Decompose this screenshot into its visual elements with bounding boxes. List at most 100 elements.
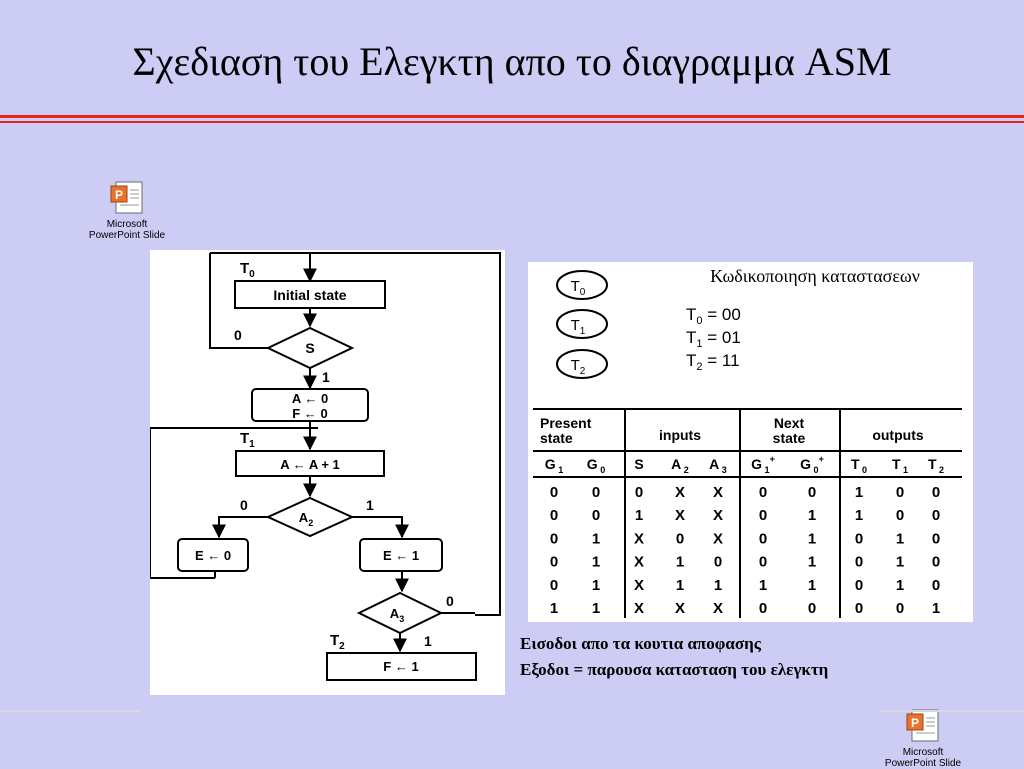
table-column-header: T 0	[851, 456, 867, 475]
table-cell: X	[634, 554, 644, 571]
header-inputs: inputs	[659, 427, 701, 443]
table-cell: 1	[855, 484, 863, 501]
branch-label: 1	[366, 497, 374, 513]
table-cell: 0	[550, 554, 558, 571]
table-cell: 1	[759, 577, 767, 594]
table-cell: 0	[550, 484, 558, 501]
table-cell: X	[675, 484, 685, 501]
table-cell: X	[675, 507, 685, 524]
powerpoint-slide-icon: P	[110, 181, 143, 214]
table-column-header: G 0+	[800, 454, 824, 475]
table-cell: 1	[808, 577, 816, 594]
table-cell: 0	[932, 530, 940, 547]
table-cell: 0	[808, 484, 816, 501]
table-column-header: S	[634, 456, 643, 472]
state-node-t1: T1	[571, 317, 586, 337]
embedded-object-label-line2: PowerPoint Slide	[88, 230, 166, 241]
encoding-heading: Κωδικοποιηση καταστασεων	[710, 266, 920, 286]
table-cell: 1	[896, 530, 904, 547]
set-e-operation: E ← 1	[383, 548, 419, 563]
note-inputs: Εισοδοι απο τα κουτια αποφασης	[520, 634, 761, 653]
branch-label: 0	[234, 327, 242, 343]
title-divider	[0, 115, 1024, 118]
powerpoint-slide-icon: P	[906, 709, 939, 742]
decision-a3: A3	[390, 606, 404, 624]
table-cell: 0	[635, 484, 643, 501]
table-cell: 1	[808, 554, 816, 571]
embedded-object-label-line1: Microsoft	[106, 219, 148, 230]
branch-label: 1	[424, 633, 432, 649]
decision-s: S	[305, 340, 314, 356]
table-column-header: A 3	[709, 456, 727, 475]
table-cell: 0	[932, 554, 940, 571]
table-cell: 0	[808, 600, 816, 617]
table-column-header: T 2	[928, 456, 944, 475]
embedded-object-label-line2: PowerPoint Slide	[884, 758, 962, 769]
embedded-powerpoint-object[interactable]: P Microsoft PowerPoint Slide	[868, 708, 978, 769]
table-cell: 0	[932, 577, 940, 594]
clear-f-operation: F ← 0	[292, 406, 327, 421]
table-column-header: G 0	[587, 456, 605, 475]
slide-title: Σχεδιαση του Ελεγκτη απο το διαγραμμα AS…	[132, 39, 892, 84]
table-cell: 1	[808, 530, 816, 547]
footer-divider	[880, 710, 1024, 712]
table-cell: 0	[932, 507, 940, 524]
table-cell: 1	[714, 577, 722, 594]
svg-text:P: P	[115, 188, 123, 202]
header-outputs: outputs	[872, 427, 924, 443]
table-cell: 0	[855, 554, 863, 571]
clear-e-operation: E ← 0	[195, 548, 231, 563]
title-divider-thin	[0, 121, 1024, 123]
state-label-t1: T1	[240, 430, 255, 450]
table-row: 0 1 X 0 X 0 1 0 1 0	[550, 530, 940, 547]
state-label-t2: T2	[330, 632, 345, 652]
state-node-t0: T0	[571, 278, 586, 298]
table-cell: 1	[896, 554, 904, 571]
table-cell: 0	[896, 484, 904, 501]
table-cell: 0	[855, 600, 863, 617]
footer-divider	[0, 710, 140, 712]
table-cell: 1	[592, 554, 600, 571]
table-cell: X	[713, 484, 723, 501]
asm-flowchart: T0 T1 T2 Initial state A ← 0 F ← 0 A ← A…	[149, 250, 505, 695]
table-column-header: A 2	[671, 456, 689, 475]
table-cell: 0	[714, 554, 722, 571]
table-cell: X	[675, 600, 685, 617]
table-cell: 1	[550, 600, 558, 617]
embedded-powerpoint-object[interactable]: P Microsoft PowerPoint Slide	[72, 180, 182, 241]
table-cell: X	[634, 530, 644, 547]
svg-text:P: P	[911, 716, 919, 730]
table-cell: 0	[592, 507, 600, 524]
branch-label: 0	[240, 497, 248, 513]
table-cell: 0	[759, 530, 767, 547]
branch-label: 0	[446, 593, 454, 609]
table-cell: 0	[676, 530, 684, 547]
embedded-object-label-line1: Microsoft	[902, 747, 944, 758]
table-cell: 0	[855, 577, 863, 594]
table-cell: 1	[592, 577, 600, 594]
table-cell: 0	[759, 554, 767, 571]
table-cell: 0	[550, 507, 558, 524]
table-cell: 0	[550, 530, 558, 547]
clear-a-operation: A ← 0	[292, 391, 328, 406]
table-cell: 0	[592, 484, 600, 501]
increment-a-operation: A ← A + 1	[280, 457, 340, 472]
table-column-header: G 1+	[751, 454, 775, 475]
table-cell: 1	[676, 577, 684, 594]
state-label-t0: T0	[240, 260, 255, 280]
encoding-t1: T1 = 01	[686, 328, 741, 350]
table-cell: 0	[759, 600, 767, 617]
state-table-panel: Κωδικοποιηση καταστασεων T0 T1 T2 T0 = 0…	[528, 262, 973, 622]
table-cell: X	[713, 530, 723, 547]
table-cell: 0	[855, 530, 863, 547]
table-cell: X	[634, 577, 644, 594]
table-cell: 1	[896, 577, 904, 594]
table-cell: 1	[808, 507, 816, 524]
table-cell: 1	[592, 530, 600, 547]
table-cell: 0	[759, 507, 767, 524]
encoding-t2: T2 = 11	[686, 351, 740, 373]
state-node-t2: T2	[571, 357, 586, 377]
